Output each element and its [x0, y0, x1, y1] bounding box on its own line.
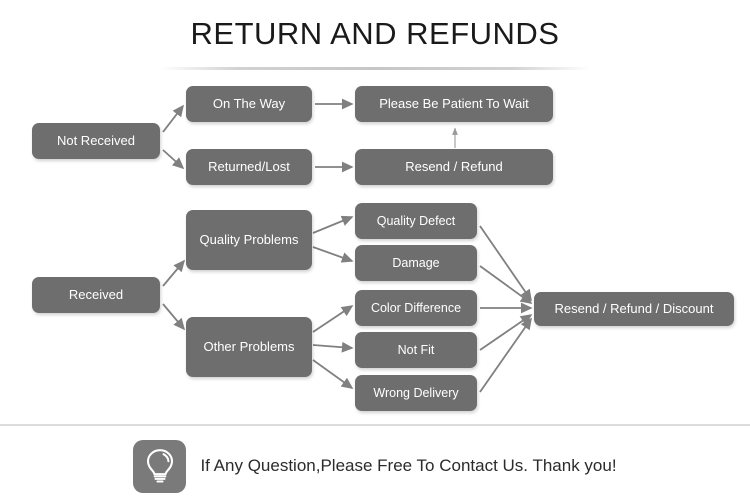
edge-other-problems-wrong-delivery — [312, 359, 354, 389]
edge-damage-resend-refund-discount — [479, 265, 533, 304]
node-quality-problems[interactable]: Quality Problems — [186, 210, 312, 270]
edge-received-other-problems — [162, 303, 186, 331]
node-not-fit[interactable]: Not Fit — [355, 332, 477, 368]
node-color-difference[interactable]: Color Difference — [355, 290, 477, 326]
edge-quality-defect-resend-refund-discount — [479, 225, 532, 302]
node-quality-defect[interactable]: Quality Defect — [355, 203, 477, 239]
edge-not-fit-resend-refund-discount — [479, 314, 533, 351]
node-on-the-way[interactable]: On The Way — [186, 86, 312, 122]
edge-quality-problems-damage — [312, 246, 354, 263]
node-please-be-patient-to-wait[interactable]: Please Be Patient To Wait — [355, 86, 553, 122]
edge-quality-problems-quality-defect — [312, 215, 354, 234]
edge-not-received-returned-lost — [162, 149, 185, 170]
node-damage[interactable]: Damage — [355, 245, 477, 281]
node-received[interactable]: Received — [32, 277, 160, 313]
title-divider — [160, 67, 590, 70]
node-resend-refund-discount[interactable]: Resend / Refund / Discount — [534, 292, 734, 326]
node-not-received[interactable]: Not Received — [32, 123, 160, 159]
edge-not-received-on-the-way — [162, 104, 184, 133]
edge-received-quality-problems — [162, 259, 186, 287]
page-title: RETURN AND REFUNDS — [190, 16, 560, 51]
footer-divider — [0, 424, 750, 426]
lightbulb-icon — [133, 439, 187, 493]
footer-text: If Any Question,Please Free To Contact U… — [200, 456, 617, 475]
node-resend-refund[interactable]: Resend / Refund — [355, 149, 553, 185]
node-other-problems[interactable]: Other Problems — [186, 317, 312, 377]
edge-other-problems-not-fit — [312, 341, 354, 353]
edge-other-problems-color-difference — [312, 305, 354, 333]
node-wrong-delivery[interactable]: Wrong Delivery — [355, 375, 477, 411]
edge-wrong-delivery-resend-refund-discount — [479, 317, 532, 393]
node-returned-lost[interactable]: Returned/Lost — [186, 149, 312, 185]
footer: If Any Question,Please Free To Contact U… — [0, 432, 750, 500]
